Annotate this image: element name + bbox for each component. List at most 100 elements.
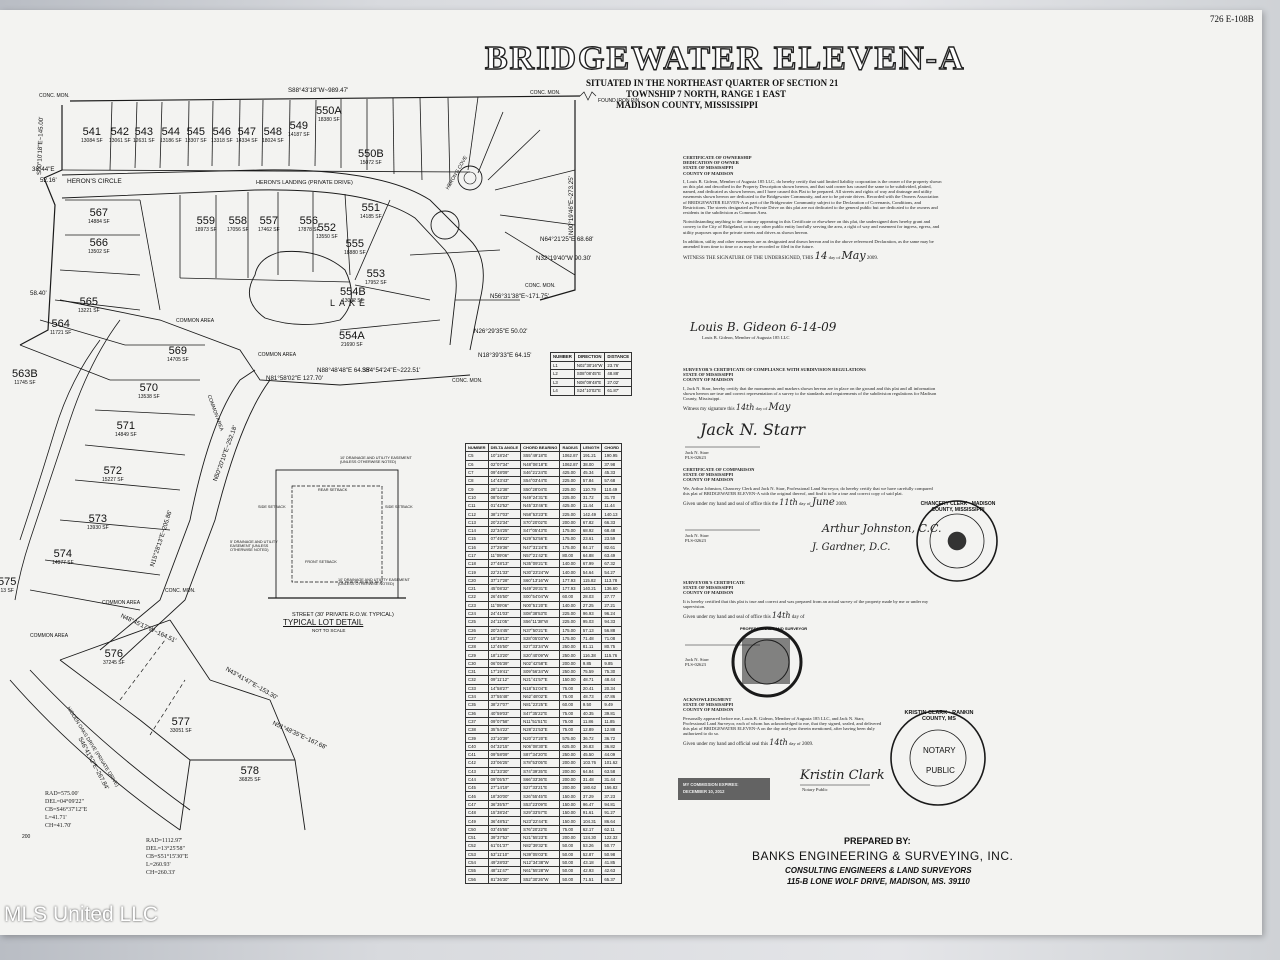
curve-table-cell: S26°55'45"E — [520, 791, 561, 801]
curve-table-cell: 11.44 — [579, 501, 603, 511]
lot-area: 14334 SF — [236, 138, 258, 144]
curve-table-cell: 50.00 — [559, 849, 581, 859]
plat-sheet — [0, 10, 1262, 935]
curve-table-cell: 200.00 — [559, 758, 581, 768]
curve-table-cell: 27.25 — [579, 600, 603, 610]
curve-table-cell: 15°38'24" — [487, 808, 522, 818]
curve-table-cell: 27°48'13" — [487, 559, 522, 569]
curve-table-cell: 91.61 — [579, 808, 603, 818]
curve-table-cell: 225.00 — [559, 476, 581, 486]
curve-table-cell: 9.49 — [601, 700, 623, 710]
line-table-header: NUMBER — [550, 352, 575, 362]
curve-table-cell: 67.82 — [579, 517, 603, 527]
subtitle-line-3: MADISON COUNTY, MISSISSIPPI — [616, 100, 758, 110]
curve-table-cell: N82°39'32"E — [520, 841, 561, 851]
curve-table-cell: C51 — [465, 832, 489, 843]
curve-table-cell: 225.00 — [559, 608, 581, 619]
lot-area: 14884 SF — [88, 219, 110, 225]
surveyors-certificate: SURVEYOR'S CERTIFICATE STATE OF MISSISSI… — [683, 580, 929, 621]
curve-table-cell: 225.00 — [559, 492, 581, 503]
lot-area: 13307 SF — [185, 138, 207, 144]
curve-table-cell: 425.00 — [559, 467, 581, 478]
curve-table-cell: 49°28'03" — [487, 857, 522, 868]
curve-table-cell: C46 — [465, 791, 489, 801]
lot-number: 564 — [51, 318, 70, 330]
curve-table-cell: C23 — [465, 600, 489, 610]
lot-number: 569 — [168, 345, 188, 357]
curve-table-cell: 65.37 — [601, 874, 623, 884]
curve-table-cell: S08°38'53"E — [520, 608, 561, 619]
curve-table-cell: 40°59'03" — [487, 708, 522, 718]
lot-number: 551 — [361, 202, 381, 214]
prepared-by-label: PREPARED BY: — [844, 836, 911, 846]
curve-table-cell: 04°32'15" — [487, 741, 522, 752]
curve-table-cell: S50°28'04"E — [520, 484, 561, 494]
curve-table-cell: 42.93 — [579, 866, 603, 876]
curve-table-cell: S52°30'26"W — [520, 874, 561, 884]
curve-table-cell: S74°39'35"E — [520, 766, 561, 776]
lot-area: 15072 SF — [360, 160, 382, 166]
curve-table-cell: 40.35 — [579, 708, 603, 718]
curve-table-cell: 45.33 — [601, 467, 623, 478]
curve-table-cell: 18°13'20" — [487, 650, 522, 660]
curve-table-cell: 36.83 — [579, 741, 603, 752]
lot-area: 14187 SF — [288, 132, 310, 138]
bearing-13: 52.16' — [40, 177, 57, 184]
curve-table-cell: 36°35'57" — [487, 799, 522, 810]
curve-table-cell: N57°21'42"E — [520, 550, 561, 561]
curve-table-cell: 43.18 — [579, 857, 603, 868]
curve-table-cell: 250.00 — [559, 642, 581, 652]
curve-table-cell: 175.00 — [559, 625, 581, 635]
curve-table-cell: 24°11'05" — [487, 617, 522, 627]
curve-table-cell: C35 — [465, 700, 489, 710]
curve-table-cell: 03°45'55" — [487, 824, 522, 834]
curve-table-cell: C27 — [465, 633, 489, 644]
curve-table-cell: 48.44 — [601, 675, 623, 685]
acknowledgment: ACKNOWLEDGMENT STATE OF MISSISSIPPI COUN… — [683, 697, 882, 748]
curve-table-cell: 23°10'39" — [487, 733, 522, 743]
lot-detail-note-1: 10' DRAINAGE AND UTILITY EASEMENT (UNLES… — [340, 456, 412, 464]
curve-table-cell: C12 — [465, 509, 489, 519]
surveyor-seal-text: PROFESSIONAL LAND SURVEYOR — [740, 626, 808, 631]
curve-table-cell: 11.86 — [579, 716, 603, 727]
curve-table-cell: 38°27'07" — [487, 700, 522, 710]
curve-table-cell: N62°48'02"E — [520, 691, 561, 702]
lot-area: 13061 SF — [109, 138, 131, 144]
curve-table-cell: S47°05'43"E — [520, 525, 561, 536]
curve-table-cell: 190.95 — [601, 451, 623, 461]
line-table-cell: N02°30'16"W — [573, 360, 606, 370]
curve-table-cell: 27.21 — [601, 600, 623, 610]
lot-area: 13318 SF — [211, 138, 233, 144]
mls-watermark: MLS United LLC — [4, 903, 159, 926]
curve-table-cell: 81°36'30" — [487, 874, 522, 884]
curve-table-cell: 31.70 — [601, 492, 623, 503]
curve-table-cell: 67.32 — [601, 559, 623, 569]
curve-table-cell: 20°24'45" — [487, 625, 522, 635]
curve-table-cell: N37°50'21"E — [520, 625, 561, 635]
curve-table-header: LENGTH — [579, 442, 603, 453]
curve-table-cell: 09°07'58" — [487, 716, 522, 727]
curve-table-cell: 37.98 — [601, 459, 623, 469]
curve-table-cell: 36°48'51" — [487, 816, 522, 826]
curve-table-cell: C17 — [465, 550, 489, 561]
curve-table-cell: C32 — [465, 675, 489, 685]
curve-table-cell: N28°21'53"E — [520, 725, 561, 735]
curve-table-cell: 75.00 — [559, 824, 581, 834]
